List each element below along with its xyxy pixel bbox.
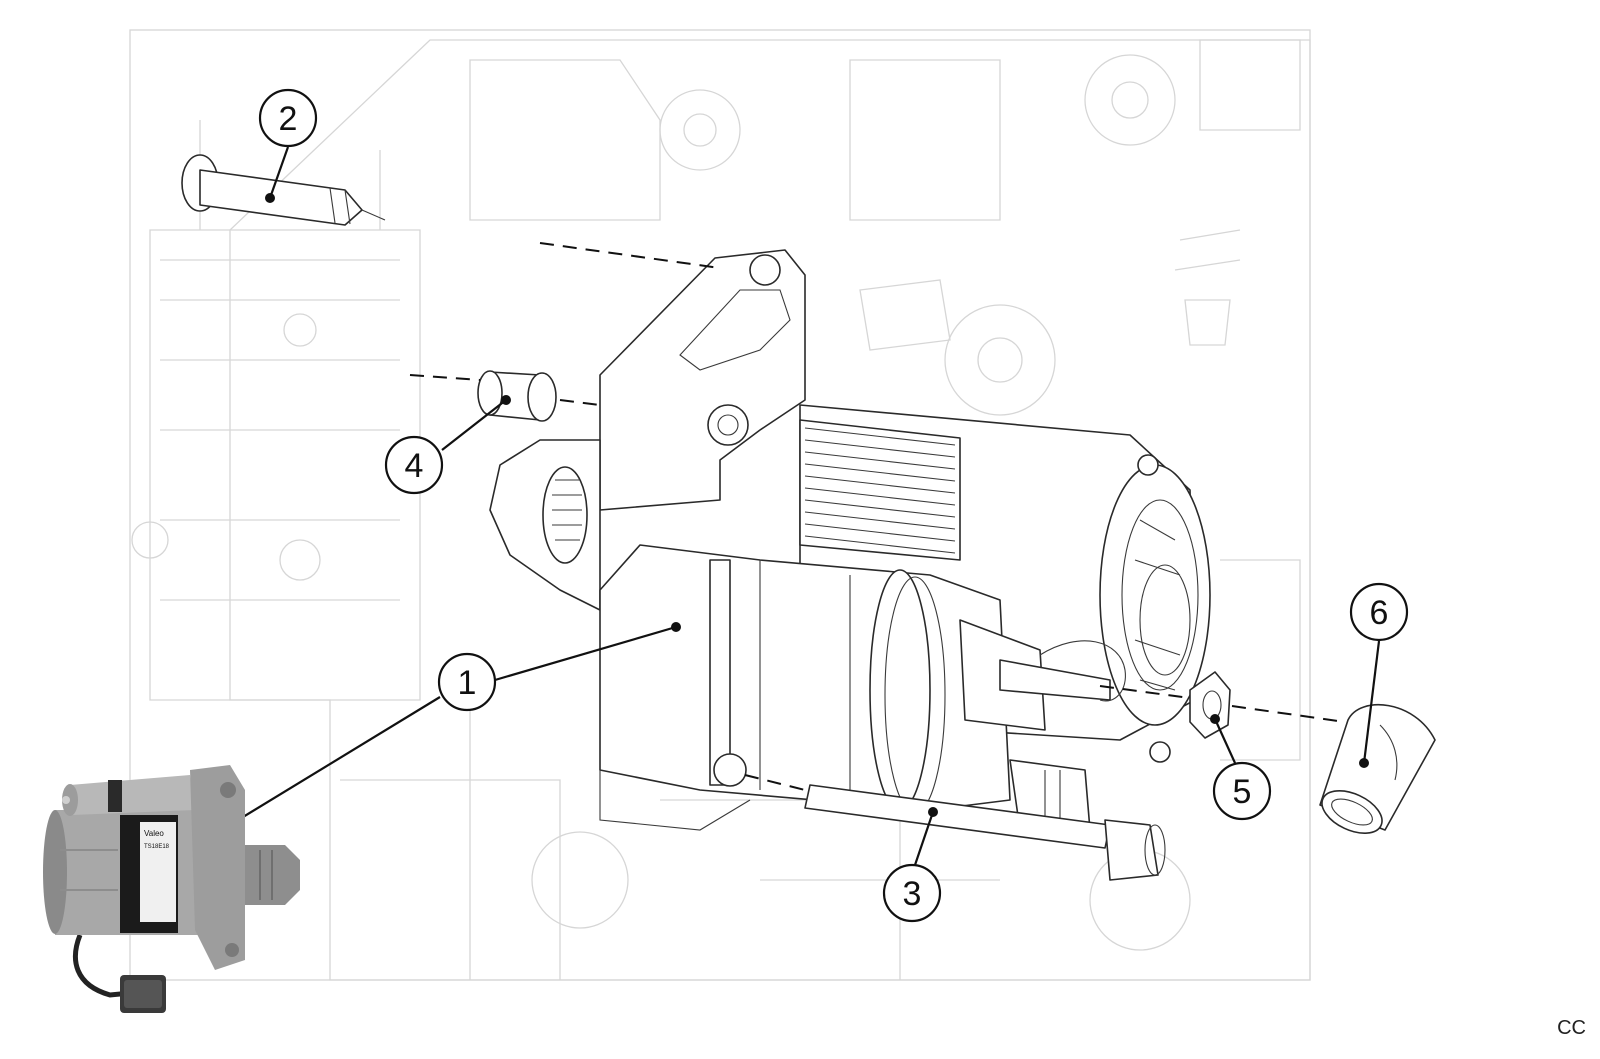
corner-code: CC [1557, 1017, 1586, 1039]
callout-2: 2 [258, 88, 318, 148]
starter-motor-photo: Valeo TS18E18 [43, 765, 300, 1013]
spacer-part-4 [477, 370, 557, 422]
leader-lines [220, 146, 1381, 866]
engine-background [129, 29, 1311, 981]
callout-2-label: 2 [279, 100, 298, 138]
assembly-lines [409, 242, 1346, 791]
callout-4: 4 [384, 435, 444, 495]
callout-3: 3 [882, 863, 942, 923]
starter-motor-drawing [489, 249, 1211, 881]
callout-1: 1 [437, 652, 497, 712]
callout-5: 5 [1212, 761, 1272, 821]
winding-hatch [804, 427, 956, 554]
callout-5-label: 5 [1233, 773, 1252, 811]
callout-6-label: 6 [1370, 594, 1389, 632]
photo-label-code: TS18E18 [144, 844, 170, 850]
bolt-part-2 [181, 154, 386, 226]
callout-3-label: 3 [903, 875, 922, 913]
cap-part-6 [1319, 703, 1436, 834]
callout-4-label: 4 [405, 447, 424, 485]
nut-part-5 [1189, 671, 1231, 739]
photo-label-brand: Valeo [144, 829, 164, 838]
callouts: 1 2 3 4 5 6 [258, 88, 1409, 923]
callout-1-label: 1 [458, 664, 477, 702]
callout-6: 6 [1349, 582, 1409, 642]
